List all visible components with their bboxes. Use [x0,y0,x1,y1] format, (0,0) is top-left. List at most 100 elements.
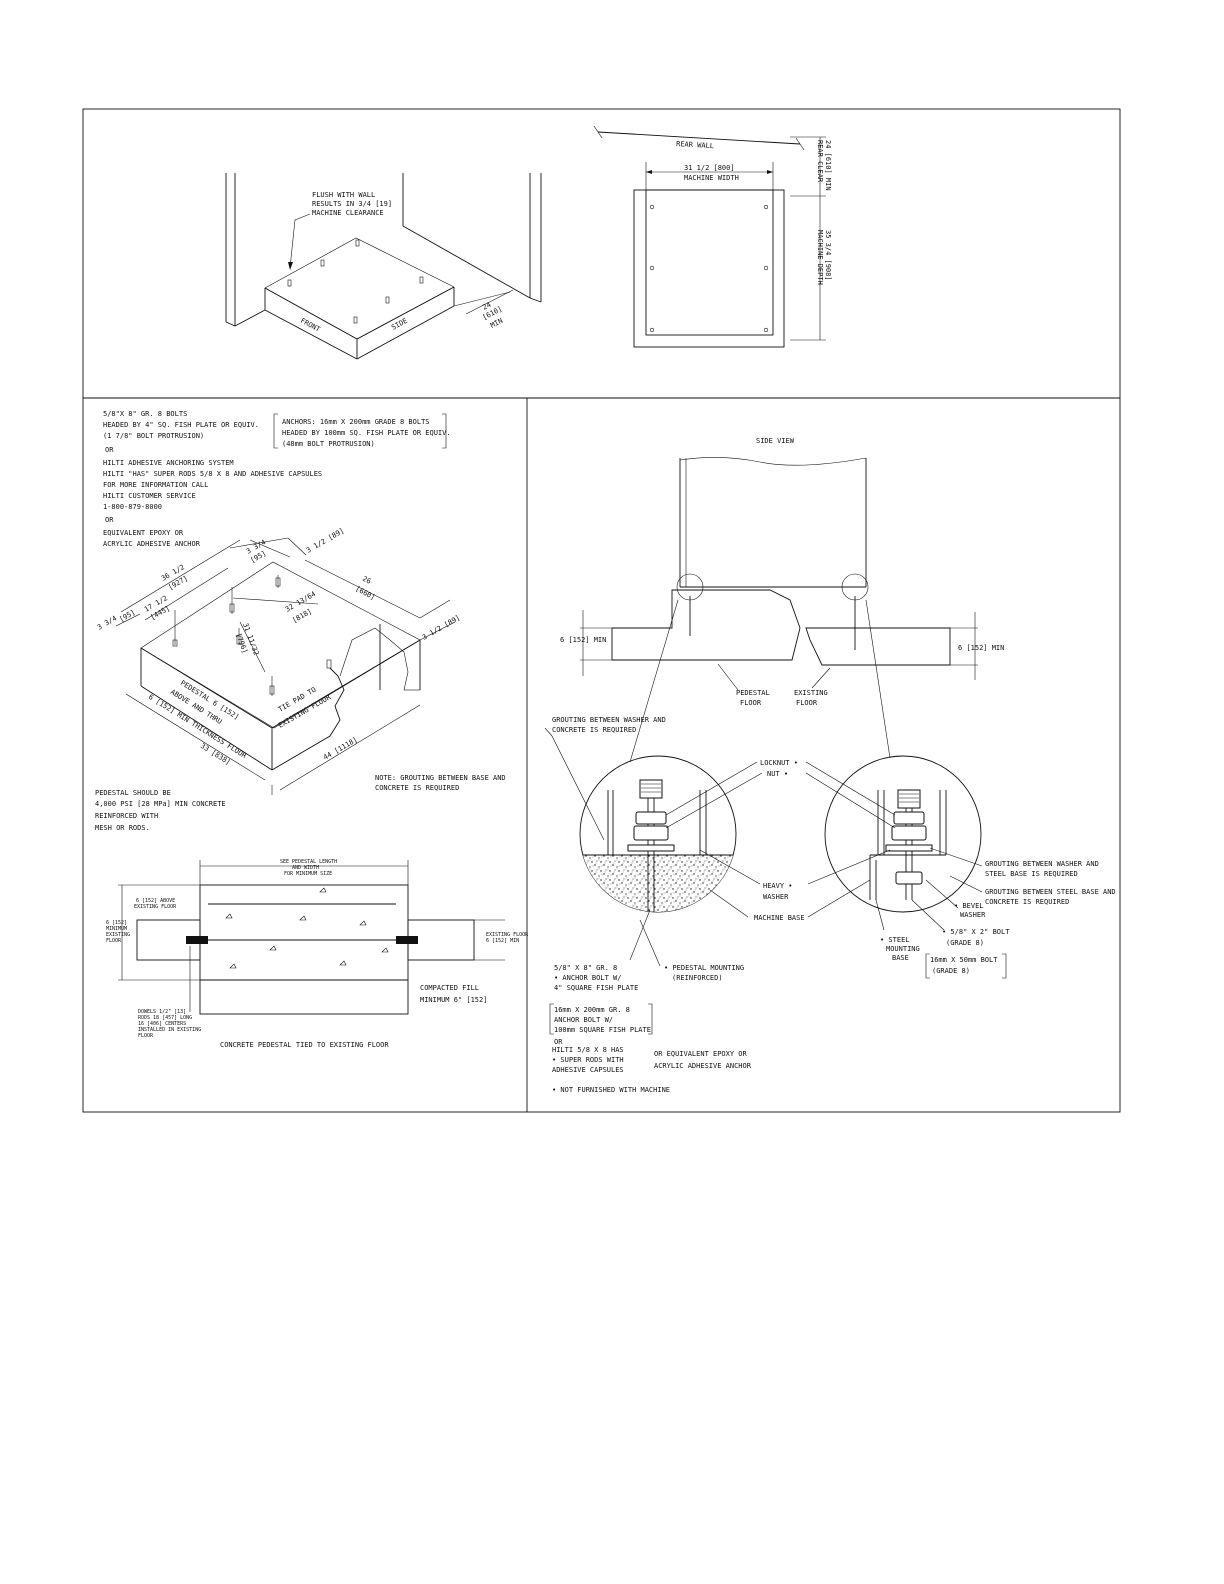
dowels-4: INSTALLED IN EXISTING [138,1027,201,1033]
side-right-dim: 6 [152] MIN [958,644,1004,652]
machine-width-label: MACHINE WIDTH [684,174,739,182]
anchor-bolt-2: • ANCHOR BOLT W/ [554,974,621,982]
section-left-mid-3: EXISTING [106,932,130,938]
machine-depth-value: 35 3/4 [908] [824,230,832,281]
section-top-label-1: SEE PEDESTAL LENGTH [280,859,337,865]
dowels-5: FLOOR [138,1033,154,1039]
or-label: OR [554,1038,563,1046]
section-right-label-2: 6 [152] MIN [486,938,519,944]
section-left-mid-4: FLOOR [106,938,122,944]
pedestal-spec-2: 4,000 PSI [28 MPa] MIN CONCRETE [95,800,226,808]
hilti-3: ADHESIVE CAPSULES [552,1066,624,1074]
section-right-label-1: EXISTING FLOOR [486,932,529,938]
clearance-iso-view: FLUSH WITH WALL RESULTS IN 3/4 [19] MACH… [225,173,542,360]
side-left-dim: 6 [152] MIN [560,636,606,644]
bolt-5-8x2-1: • 5/8" X 2" BOLT [942,928,1010,936]
rear-clear-label: REAR CLEAR [816,140,824,183]
dowels-1: DOWELS 1/2" [13] [138,1009,186,1015]
front-label: FRONT [299,317,322,334]
bolt-note-12: ACRYLIC ADHESIVE ANCHOR [103,540,201,548]
plan-view: REAR WALL 31 1/2 [800] MACHINE WIDTH 24 … [593,125,832,348]
grouting-steel-1: GROUTING BETWEEN WASHER AND [985,860,1099,868]
equiv-2: ACRYLIC ADHESIVE ANCHOR [654,1062,752,1070]
section-caption: CONCRETE PEDESTAL TIED TO EXISTING FLOOR [220,1041,389,1049]
dim-26: 26 [361,575,372,586]
steel-base-1: • STEEL [880,936,910,944]
clearance-dim-min: MIN [489,317,504,330]
bevel-washer-1: • BEVEL [954,902,984,910]
clearance-dim-value: 24 [481,301,492,312]
equiv-1: OR EQUIVALENT EPOXY OR [654,1050,748,1058]
pedestal-floor-2: FLOOR [740,699,762,707]
grouting-concrete-1: GROUTING BETWEEN STEEL BASE AND [985,888,1116,896]
pedestal-mounting-2: (REINFORCED) [672,974,723,982]
drawing-frame [82,108,1121,1113]
dowels-3: 16 [406] CENTERS [138,1021,186,1027]
dim-3-3-4-left: 3 3/4 [96,614,118,631]
grouting-note-2: CONCRETE IS REQUIRED [375,784,459,792]
flush-wall-callout-3: MACHINE CLEARANCE [312,209,384,217]
hilti-2: • SUPER RODS WITH [552,1056,624,1064]
rear-clear-value: 24 [610] MIN [824,140,832,191]
flush-wall-callout-1: FLUSH WITH WALL [312,191,375,199]
compacted-fill-1: COMPACTED FILL [420,984,479,992]
anchors-metric-2: HEADED BY 100mm SQ. FISH PLATE OR EQUIV. [282,429,451,437]
bolt-5-8x2-2: (GRADE 8) [946,939,984,947]
section-left-mid-2: MINIMUM [106,926,127,932]
anchor-metric-1: 16mm X 200mm GR. 8 [554,1006,630,1014]
section-left-top-2: EXISTING FLOOR [134,904,177,910]
pedestal-mounting-1: • PEDESTAL MOUNTING [664,964,744,972]
anchor-bolt-3: 4" SQUARE FISH PLATE [554,984,638,992]
steel-base-3: BASE [892,954,909,962]
rear-wall-label: REAR WALL [676,140,714,150]
bolt-note-10: OR [105,516,114,524]
bolt-note-1: 5/8"X 8" GR. 8 BOLTS [103,410,187,418]
dim-3-1-2-right: 3 1/2 [89] [421,614,462,642]
existing-floor-1: EXISTING [794,689,828,697]
pedestal-spec-1: PEDESTAL SHOULD BE [95,789,171,797]
compacted-fill-2: MINIMUM 6" [152] [420,996,487,1004]
machine-width-value: 31 1/2 [800] [684,164,735,172]
grouting-steel-2: STEEL BASE IS REQUIRED [985,870,1078,878]
pedestal-spec-3: REINFORCED WITH [95,812,158,820]
bolt-note-2: HEADED BY 4" SQ. FISH PLATE OR EQUIV. [103,421,259,429]
bolt-16x50-2: (GRADE 8) [932,967,970,975]
section-top-label-3: FOR MINIMUM SIZE [284,871,332,877]
hilti-1: HILTI 5/8 X 8 HAS [552,1046,624,1054]
pedestal-section-view: SEE PEDESTAL LENGTH AND WIDTH FOR MINIMU… [106,859,529,1049]
dim-44: 44 [1118] [322,736,359,762]
grouting-washer-2: CONCRETE IS REQUIRED [552,726,636,734]
side-label: SIDE [390,317,409,332]
anchors-metric-3: (48mm BOLT PROTRUSION) [282,440,375,448]
bolt-16x50-1: 16mm X 50mm BOLT [930,956,998,964]
steel-base-2: MOUNTING [886,945,920,953]
anchors-metric-1: ANCHORS: 16mm X 200mm GRADE 8 BOLTS [282,418,430,426]
bolt-note-11: EQUIVALENT EPOXY OR [103,529,184,537]
bolt-note-3: (1 7/8" BOLT PROTRUSION) [103,432,204,440]
anchor-metric-3: 100mm SQUARE FISH PLATE [554,1026,651,1034]
section-left-mid-1: 6 [152] [106,920,127,926]
pedestal-spec-4: MESH OR RODS. [95,824,150,832]
bevel-washer-2: WASHER [960,911,986,919]
pedestal-floor-1: PEDESTAL [736,689,770,697]
side-view: SIDE VIEW 6 [152] MIN 6 [152] MIN PEDEST… [544,437,1116,1094]
pedestal-notes: 5/8"X 8" GR. 8 BOLTS HEADED BY 4" SQ. FI… [103,410,451,548]
bolt-note-4: OR [105,446,114,454]
machine-depth-label: MACHINE DEPTH [816,230,824,285]
dim-95-left: [95] [118,608,137,623]
dim-660: [660] [354,585,376,602]
anchor-bolt-1: 5/8" X 8" GR. 8 [554,964,617,972]
grouting-note-1: NOTE: GROUTING BETWEEN BASE AND [375,774,506,782]
heavy-washer-2: WASHER [763,893,789,901]
anchor-bolt-marks [287,239,424,324]
pedestal-iso-view: 3 3/4 [95] 3 1/2 [89] 36 1/2 [927] 26 [6… [95,527,506,832]
existing-floor-2: FLOOR [796,699,818,707]
dowels-2: RODS 18 [457] LONG [138,1015,192,1021]
anchor-metric-2: ANCHOR BOLT W/ [554,1016,613,1024]
bolt-note-6: HILTI "HAS" SUPER RODS 5/8 X 8 AND ADHES… [103,470,322,478]
heavy-washer-1: HEAVY • [763,882,793,890]
not-furnished: • NOT FURNISHED WITH MACHINE [552,1086,670,1094]
bolt-note-7: FOR MORE INFORMATION CALL [103,481,208,489]
bolt-note-5: HILTI ADHESIVE ANCHORING SYSTEM [103,459,234,467]
